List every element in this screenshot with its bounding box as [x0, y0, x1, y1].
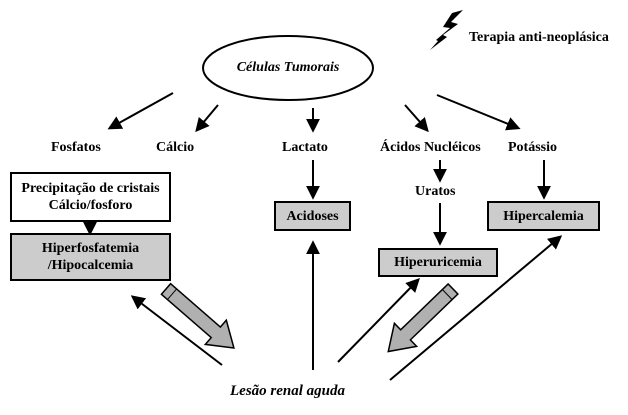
arrow-lesao-to-hiperuricemia — [337, 277, 420, 363]
lightning-icon — [430, 10, 463, 50]
arrow-to-calcio — [195, 104, 219, 133]
tumor-cells-label: Células Tumorais — [236, 60, 340, 75]
big-arrow-right — [387, 282, 459, 353]
hiperfosfatemia-line-1: Hiperfosfatemia — [41, 241, 140, 256]
therapy-label: Terapia anti-neoplásica — [469, 30, 609, 45]
acidos-nucleicos-label: Ácidos Nucléicos — [380, 140, 481, 155]
potassio-label: Potássio — [508, 140, 557, 155]
fosfatos-label: Fosfatos — [51, 140, 101, 155]
precipitation-line-1: Precipitação de cristais — [21, 181, 160, 196]
hiperuricemia-box: Hiperuricemia — [378, 248, 498, 277]
tumor-cells-ellipse — [202, 35, 374, 101]
arrow-to-fosfatos — [107, 92, 174, 130]
acidoses-text: Acidoses — [286, 208, 339, 224]
hipercalemia-box: Hipercalemia — [487, 201, 600, 231]
hiperuricemia-text: Hiperuricemia — [394, 255, 482, 270]
arrow-to-potassio — [436, 94, 521, 131]
calcio-label: Cálcio — [156, 140, 195, 155]
arrow-lesao-to-hiperfos — [130, 295, 223, 366]
lesao-renal-label: Lesão renal aguda — [230, 383, 346, 399]
lactato-label: Lactato — [282, 140, 328, 155]
acidoses-box: Acidoses — [274, 201, 351, 231]
big-arrow-left — [160, 282, 235, 349]
hiperfosfatemia-line-2: /Hipocalcemia — [47, 258, 134, 273]
hiperfosfatemia-box: Hiperfosfatemia /Hipocalcemia — [10, 233, 171, 281]
precipitation-box: Precipitação de cristais Cálcio/fosforo — [10, 172, 171, 222]
arrow-to-acidos — [404, 104, 429, 133]
uratos-label: Uratos — [415, 184, 456, 199]
arrow-lesao-to-hipercalemia — [389, 235, 563, 381]
hipercalemia-text: Hipercalemia — [503, 208, 584, 224]
precipitation-line-2: Cálcio/fosforo — [48, 198, 133, 213]
